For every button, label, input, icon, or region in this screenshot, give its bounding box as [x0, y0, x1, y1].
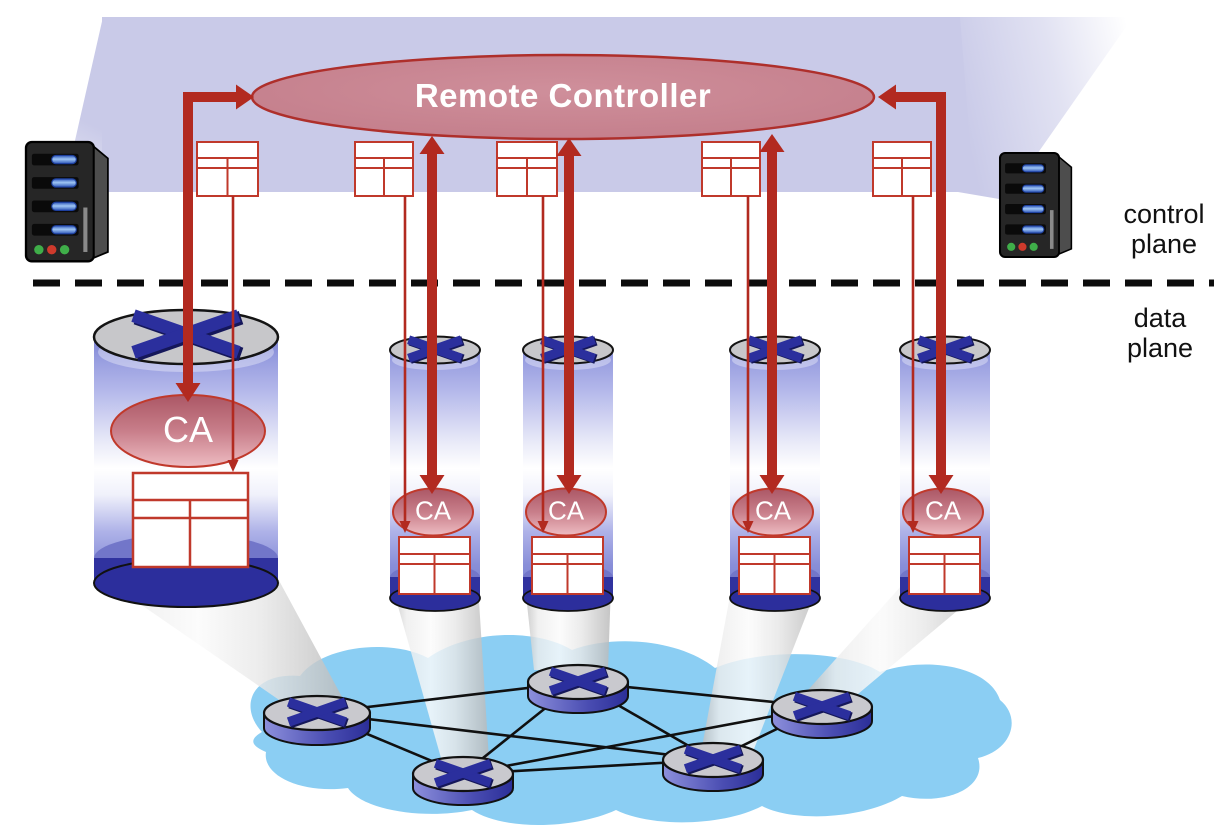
router-x-icon [661, 741, 765, 792]
flow-table-icon [131, 471, 250, 569]
control-agent-ellipse [732, 487, 814, 537]
switch-flow-tables [131, 471, 981, 595]
remote-controller-ellipse [250, 53, 876, 141]
flow-table-icon [701, 141, 761, 197]
control-message-arrow-icon [759, 134, 785, 494]
flow-table-icon [908, 536, 981, 595]
flow-table-icon [196, 141, 259, 197]
router-x-icon [526, 663, 630, 714]
flow-table-icon [398, 536, 471, 595]
control-message-arrows [175, 84, 954, 533]
control-agent-ellipse [525, 487, 607, 537]
router-x-icon [262, 694, 372, 746]
control-agent-ellipse [110, 394, 266, 468]
server-tower-icon [998, 151, 1073, 259]
control-message-arrow-icon [419, 136, 445, 494]
data-plane-routers [262, 663, 874, 806]
table-sync-arrows [227, 196, 919, 533]
control-message-arrow-icon [878, 84, 954, 494]
flow-table-icon [531, 536, 604, 595]
beam-icon [702, 585, 818, 749]
router-x-icon [411, 755, 515, 806]
control-message-arrow-icon [556, 138, 582, 494]
flow-table-icon [354, 141, 414, 197]
server-tower-icon [24, 140, 110, 263]
control-agents [110, 394, 984, 537]
flow-table-icon [496, 141, 558, 197]
beam-icon [98, 575, 348, 708]
router-x-icon [770, 688, 874, 739]
beam-icon [808, 585, 988, 694]
beam-icon [392, 585, 489, 760]
controller-flow-tables [196, 141, 932, 197]
flow-table-icon [738, 536, 811, 595]
flow-table-icon [872, 141, 932, 197]
control-message-arrow-icon [175, 84, 254, 402]
